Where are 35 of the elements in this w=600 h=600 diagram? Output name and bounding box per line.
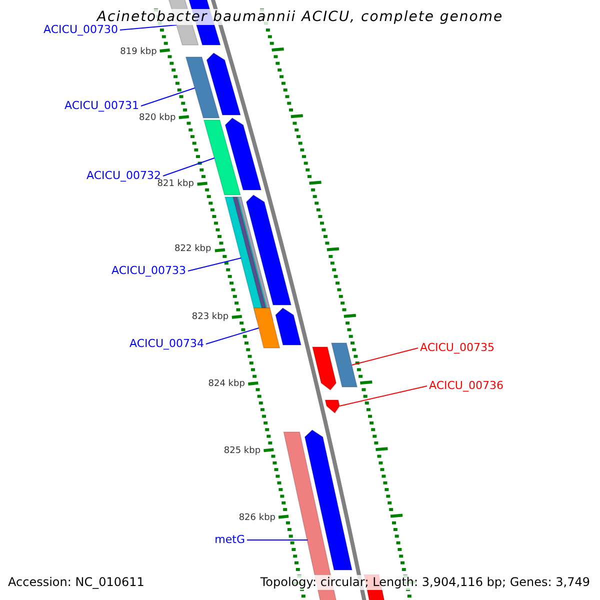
gene-feature [304, 429, 353, 570]
scale-label: 819 kbp [120, 47, 157, 58]
scale-label: 821 kbp [157, 179, 194, 190]
scale-label: 826 kbp [238, 513, 276, 524]
footer-text: Topology: circular; Length: 3,904,116 bp; Genes: 3,749 [260, 575, 590, 590]
gene-label: metG [214, 533, 245, 546]
scale-label: 820 kbp [139, 113, 176, 124]
scale-label: 822 kbp [174, 244, 212, 255]
gene-label: ACICU_00730 [44, 23, 118, 36]
leader-line [339, 386, 428, 406]
gene-feature [312, 346, 337, 391]
gene-label: ACICU_00734 [130, 337, 204, 350]
scale-label: 824 kbp [208, 379, 245, 390]
gene-feature [275, 307, 302, 346]
scale-label: 823 kbp [192, 312, 229, 323]
leader-line [140, 88, 196, 106]
gene-bar [253, 308, 280, 348]
leader-line [351, 348, 418, 366]
leader-line [188, 258, 242, 272]
gene-bar [203, 120, 242, 196]
gene-label: ACICU_00735 [420, 341, 494, 354]
gene-bar [185, 56, 220, 118]
gene-feature [324, 400, 340, 414]
leader-line [162, 158, 215, 176]
scale-label: 825 kbp [224, 446, 261, 457]
gene-label: ACICU_00731 [64, 99, 139, 112]
leader-line [206, 328, 260, 344]
gene-bar [330, 342, 358, 388]
gene-feature [246, 194, 292, 306]
gene-label: ACICU_00736 [429, 379, 504, 392]
gene-label: ACICU_00733 [112, 264, 186, 277]
gene-feature [206, 52, 242, 116]
gene-feature [224, 117, 262, 190]
gene-label: ACICU_00732 [86, 169, 161, 182]
footer-text: Accession: NC_010611 [8, 575, 144, 590]
